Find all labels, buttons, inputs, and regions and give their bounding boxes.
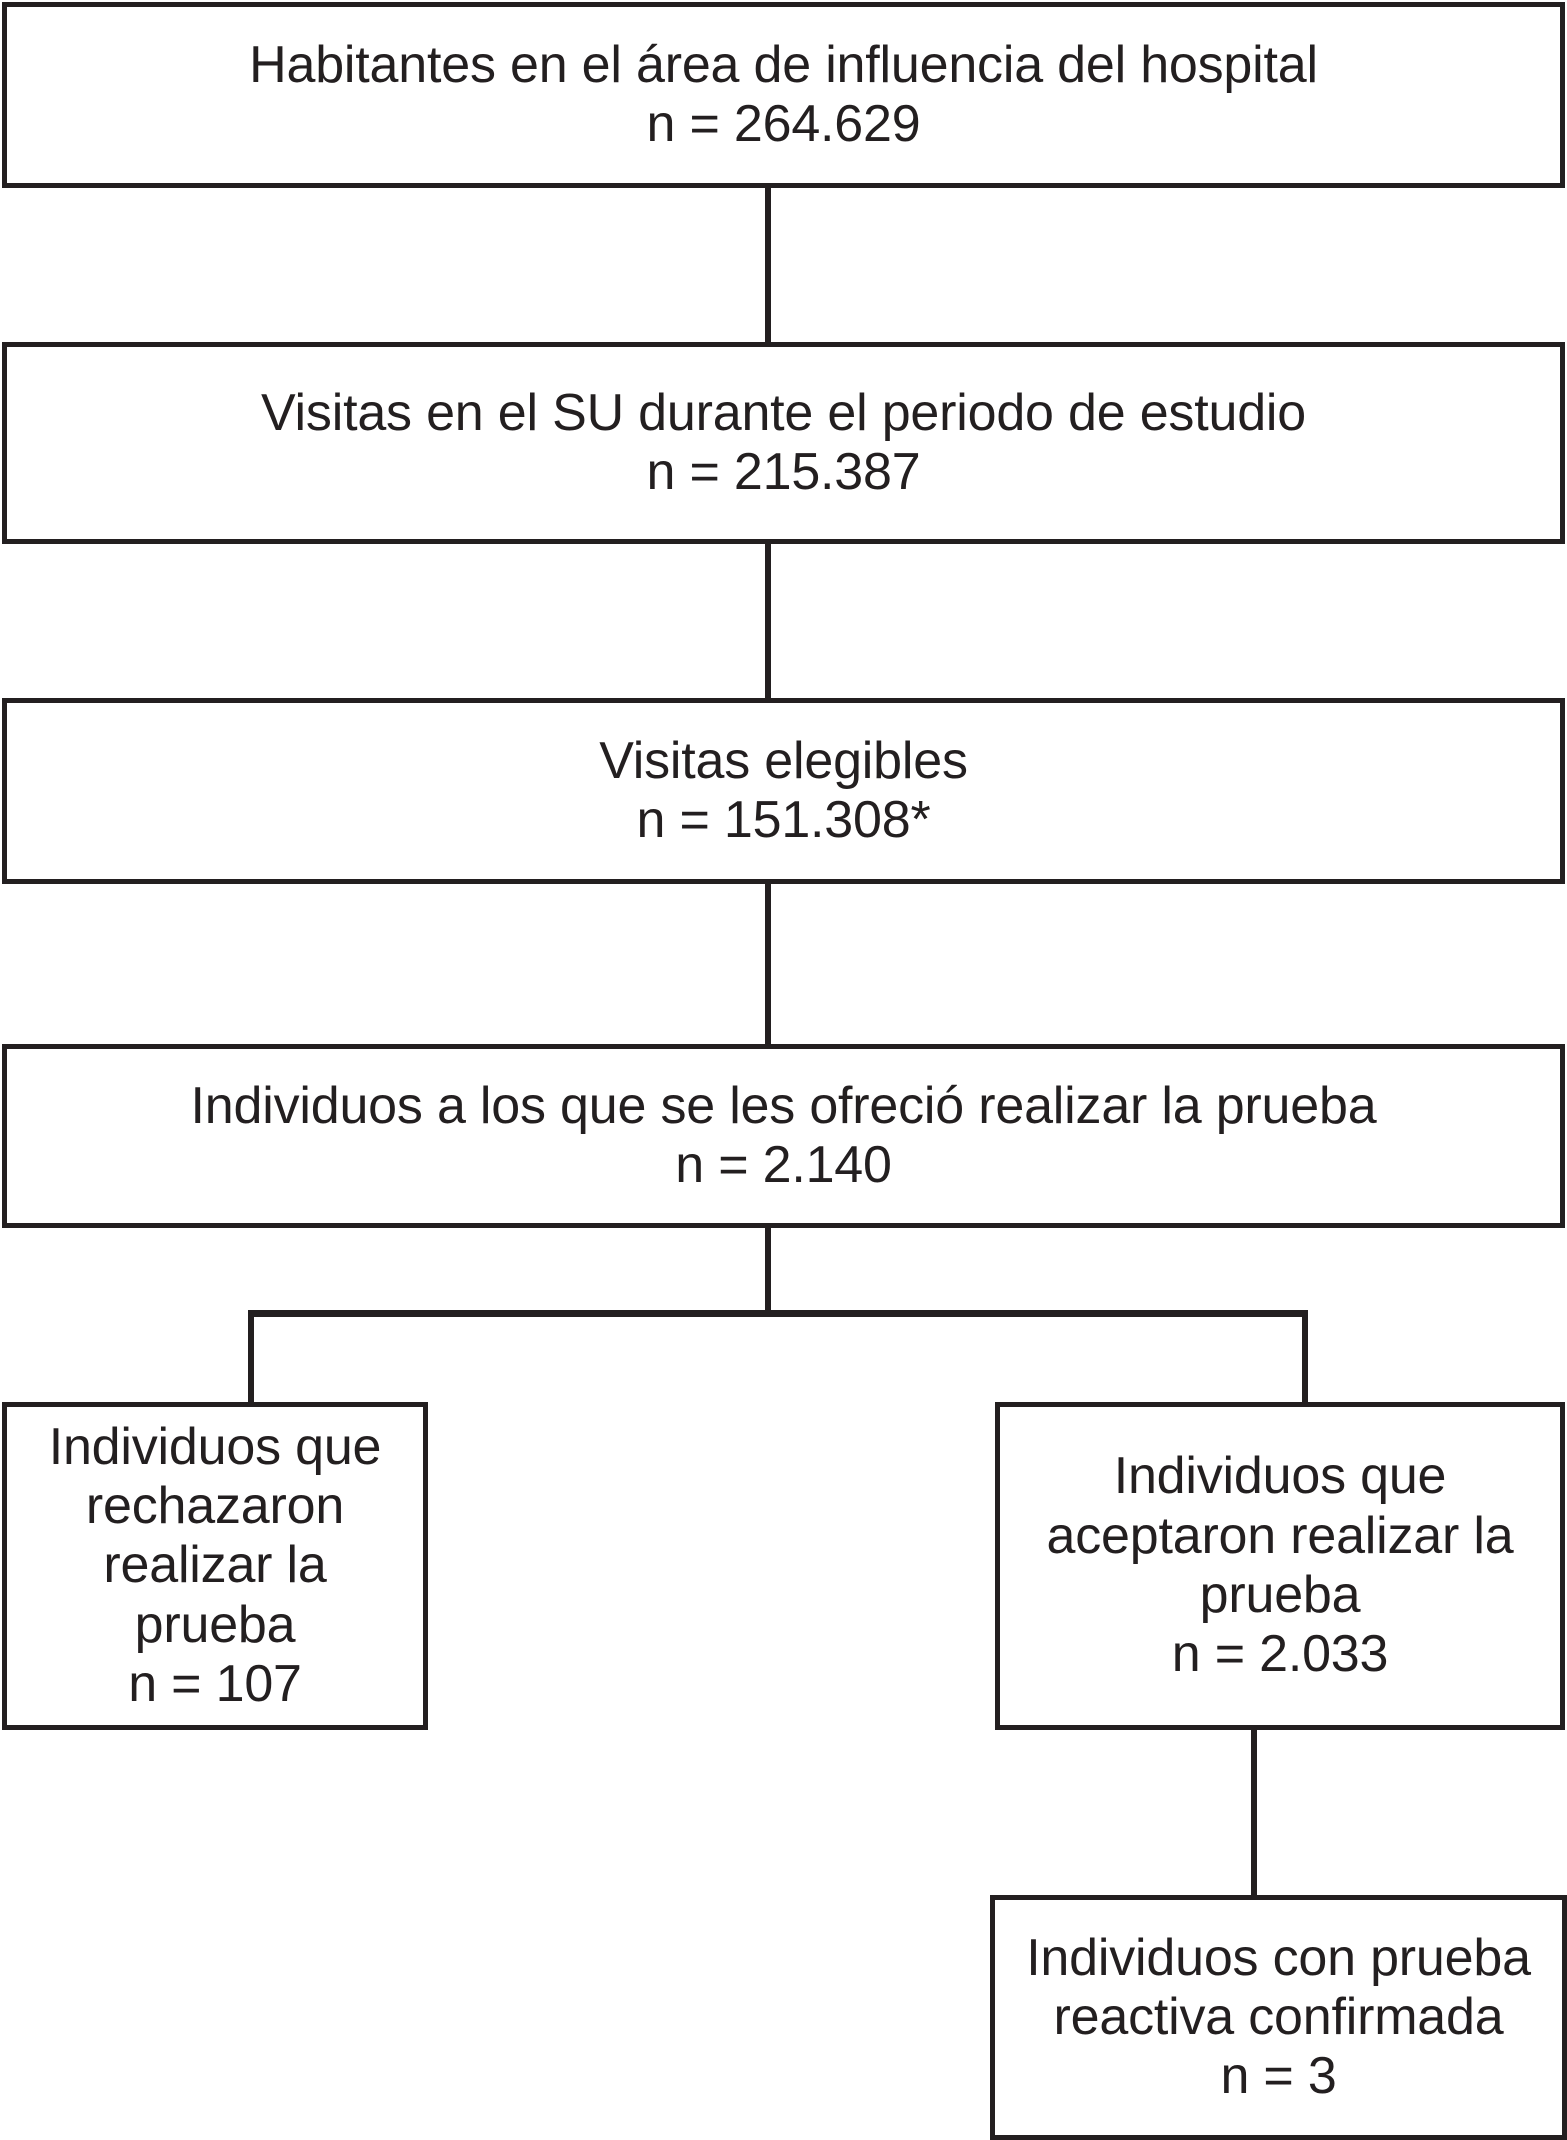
- node-aceptaron-label-line-2: aceptaron realizar la: [1046, 1506, 1514, 1565]
- node-elegibles-count: n = 151.308*: [636, 791, 931, 849]
- node-elegibles-label: Visitas elegibles: [599, 731, 968, 790]
- connector-aceptaron-to-reactiva: [1251, 1728, 1257, 1897]
- node-aceptaron-count: n = 2.033: [1171, 1625, 1389, 1684]
- node-visitas-su-count: n = 215.387: [646, 443, 921, 501]
- node-visitas-su: Visitas en el SU durante el periodo de e…: [2, 342, 1565, 544]
- connector-visitas-su-to-elegibles: [765, 542, 771, 700]
- node-reactiva: Individuos con prueba reactiva confirmad…: [990, 1895, 1567, 2140]
- node-habitantes-count: n = 264.629: [646, 95, 921, 153]
- connector-leg-to-aceptaron: [1302, 1310, 1308, 1404]
- node-reactiva-label-line-2: reactiva confirmada: [1053, 1987, 1504, 2046]
- node-aceptaron-label-line-3: prueba: [1199, 1566, 1361, 1624]
- connector-split-bar: [248, 1310, 1308, 1317]
- node-habitantes-label: Habitantes en el área de influencia del …: [249, 35, 1318, 94]
- connector-habitantes-to-visitas-su: [765, 186, 771, 344]
- node-reactiva-count: n = 3: [1220, 2047, 1337, 2106]
- node-reactiva-label-line-1: Individuos con prueba: [1026, 1928, 1531, 1987]
- node-ofrecio-count: n = 2.140: [675, 1136, 892, 1194]
- node-rechazaron-label-line-1: Individuos que: [48, 1417, 382, 1476]
- node-rechazaron-label-line-3: prueba: [134, 1595, 296, 1654]
- connector-ofrecio-stem: [765, 1226, 771, 1316]
- node-rechazaron: Individuos que rechazaron realizar la pr…: [2, 1402, 428, 1730]
- node-visitas-su-label: Visitas en el SU durante el periodo de e…: [261, 383, 1306, 442]
- node-ofrecio: Individuos a los que se les ofreció real…: [2, 1044, 1565, 1228]
- node-elegibles: Visitas elegibles n = 151.308*: [2, 698, 1565, 884]
- connector-elegibles-to-ofrecio: [765, 882, 771, 1046]
- connector-leg-to-rechazaron: [248, 1310, 254, 1404]
- node-aceptaron-label-line-1: Individuos que: [1113, 1447, 1447, 1506]
- node-rechazaron-count: n = 107: [128, 1654, 302, 1713]
- node-rechazaron-label-line-2: rechazaron realizar la: [85, 1477, 345, 1595]
- node-habitantes: Habitantes en el área de influencia del …: [2, 2, 1565, 188]
- node-aceptaron: Individuos que aceptaron realizar la pru…: [995, 1402, 1565, 1730]
- node-ofrecio-label: Individuos a los que se les ofreció real…: [190, 1076, 1377, 1135]
